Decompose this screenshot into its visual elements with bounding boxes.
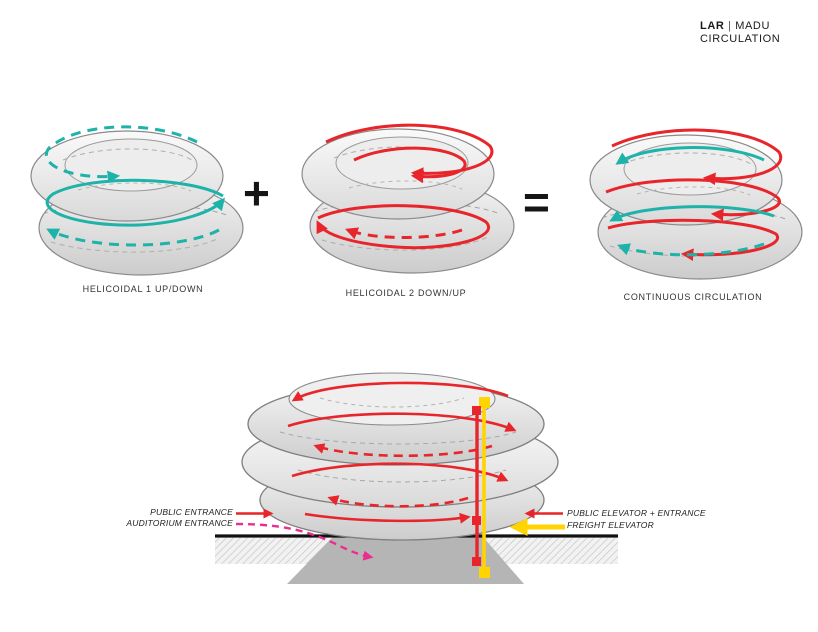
construction-line-2 (297, 469, 507, 483)
elevator-node-top-red (472, 406, 481, 415)
red-arrow-middle (605, 178, 781, 222)
red-arrow-lower-loop (316, 204, 490, 250)
red-section-arrow-4 (291, 462, 509, 482)
auditorium-entrance-label: AUDITORIUM ENTRANCE (126, 518, 233, 528)
red-section-arrow-5-dashed (327, 495, 469, 508)
continuous-circulation-diagram (589, 128, 803, 280)
entrance-arrows (235, 508, 565, 561)
red-arrow-upper-inner (353, 146, 467, 184)
helicoidal-1-label: HELICOIDAL 1 UP/DOWN (82, 284, 204, 294)
helicoidal-1-diagram (30, 125, 244, 276)
title-block: LAR | MADU CIRCULATION (700, 20, 780, 46)
building-circulation-arrows (287, 381, 517, 524)
helicoid-1-form (30, 130, 244, 276)
teal-arrow-top (615, 146, 765, 165)
brand-line: LAR | MADU (700, 20, 780, 33)
teal-arrow-bottom-dashed (617, 242, 765, 257)
teal-arrow-upper-dashed (45, 125, 198, 184)
red-section-arrow-6 (304, 512, 471, 524)
brand-project: MADU (735, 20, 770, 32)
red-section-arrow-1 (291, 381, 509, 402)
elevator-node-mid-red (472, 516, 481, 525)
freight-elevator-label: FREIGHT ELEVATOR (567, 520, 654, 530)
equals-operator: = (523, 176, 550, 228)
public-entrance-label: PUBLIC ENTRANCE (150, 507, 233, 517)
helicoid-2-form (301, 128, 515, 274)
elevator-node-bottom-red (472, 557, 481, 566)
red-section-arrow-2 (287, 412, 517, 432)
construction-line-3 (319, 397, 465, 408)
elevator-node-bottom-yellow (479, 567, 490, 578)
red-arrow-lower-dashed (345, 227, 463, 240)
helicoidal-2-label: HELICOIDAL 2 DOWN/UP (345, 288, 467, 298)
teal-arrow-middle-solid (45, 178, 226, 227)
brand-separator: | (728, 20, 732, 32)
red-arrow-top (611, 128, 783, 186)
red-arrow-bottom (607, 218, 780, 261)
continuous-circulation-label: CONTINUOUS CIRCULATION (623, 292, 763, 302)
elevator-node-top-yellow (479, 397, 490, 408)
plus-operator: + (243, 167, 270, 219)
red-section-arrow-3-dashed (313, 443, 493, 458)
brand-name: LAR (700, 20, 725, 32)
teal-arrow-lower-dashed (46, 228, 220, 247)
helicoidal-2-diagram (301, 123, 515, 274)
teal-arrow-middle (609, 205, 775, 222)
auditorium-entrance-arrow-dashed (235, 522, 374, 561)
section-ground (215, 534, 618, 584)
sheet-title: CIRCULATION (700, 33, 781, 46)
construction-line-1 (279, 431, 517, 445)
public-elevator-entrance-label: PUBLIC ELEVATOR + ENTRANCE (567, 508, 706, 518)
elevator-shaft (472, 397, 490, 578)
